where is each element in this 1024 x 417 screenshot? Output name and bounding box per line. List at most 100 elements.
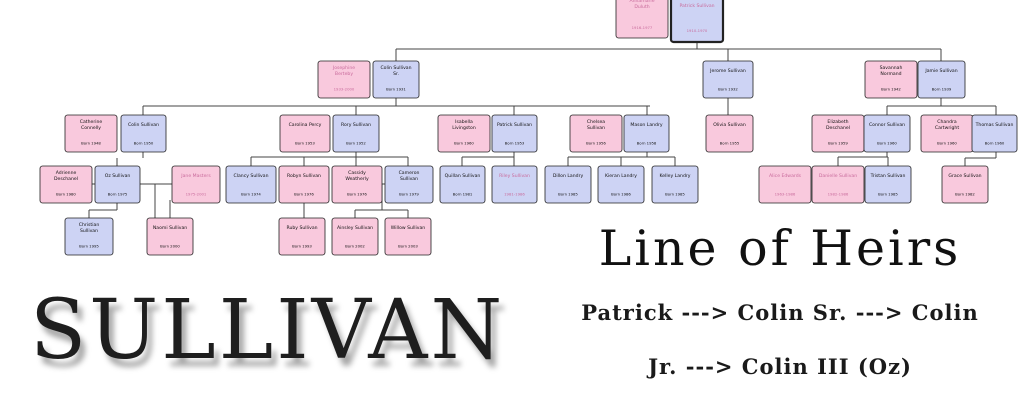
person-dates: Born 1976 [294, 192, 314, 197]
person-dates: Born 1959 [828, 141, 848, 146]
person-dates: Born 1952 [346, 141, 366, 146]
person-box[interactable] [864, 165, 912, 204]
person-box[interactable] [279, 114, 331, 153]
person-name: Deschanel [54, 176, 78, 182]
person-box[interactable] [669, 0, 725, 44]
person-box[interactable] [439, 165, 486, 204]
person-dates: Born 2000 [160, 244, 180, 249]
person-dates: Born 1939 [932, 87, 952, 92]
person-box[interactable] [39, 165, 93, 204]
person-box[interactable] [437, 114, 491, 153]
person-box[interactable] [332, 114, 380, 153]
person-box[interactable] [317, 60, 371, 99]
person-box[interactable] [651, 165, 699, 204]
person-box[interactable] [64, 217, 114, 256]
person-dates: Born 1981 [453, 192, 473, 197]
person-box[interactable] [94, 165, 141, 204]
person-dates: Born 1960 [985, 141, 1005, 146]
person-box[interactable] [64, 114, 118, 153]
person-box[interactable] [331, 217, 379, 256]
person-box[interactable] [597, 165, 645, 204]
person-box[interactable] [225, 165, 277, 204]
person-box[interactable] [278, 165, 330, 204]
person-box[interactable] [615, 0, 669, 39]
person-box[interactable] [971, 114, 1018, 153]
person-dates: Born 1982 [955, 192, 975, 197]
person-box[interactable] [811, 165, 865, 204]
person-box[interactable] [941, 165, 989, 204]
person-name: Rory Sullivan [341, 122, 371, 128]
person-box[interactable] [491, 165, 538, 204]
person-box[interactable] [278, 217, 326, 256]
person-dates: Born 1932 [718, 87, 738, 92]
person-dates: Born 1980 [56, 192, 76, 197]
person-box[interactable] [917, 60, 966, 99]
person-box[interactable] [702, 60, 754, 99]
person-name: Kieran Landry [605, 173, 637, 179]
person-box[interactable] [623, 114, 670, 153]
person-box[interactable] [384, 217, 432, 256]
person-box[interactable] [384, 165, 434, 204]
person-name: Naomi Sullivan [153, 225, 187, 231]
person-box[interactable] [705, 114, 754, 153]
person-name: Riley Sullivan [499, 173, 530, 179]
person-dates: Born 1931 [386, 87, 406, 92]
person-name: Quillan Sullivan [445, 173, 481, 179]
person-box[interactable] [120, 114, 167, 153]
person-box[interactable] [171, 165, 221, 204]
person-box[interactable] [372, 60, 420, 99]
person-box[interactable] [146, 217, 194, 256]
person-box[interactable] [758, 165, 812, 204]
person-name: Catherine [80, 119, 103, 125]
person-dates: Born 1953 [295, 141, 315, 146]
person-box[interactable] [864, 60, 918, 99]
person-box[interactable] [491, 114, 538, 153]
person-name: Willow Sullivan [391, 225, 425, 231]
person-box[interactable] [569, 114, 623, 153]
person-box[interactable] [331, 165, 383, 204]
person-box[interactable] [544, 165, 592, 204]
person-box[interactable] [863, 114, 911, 153]
